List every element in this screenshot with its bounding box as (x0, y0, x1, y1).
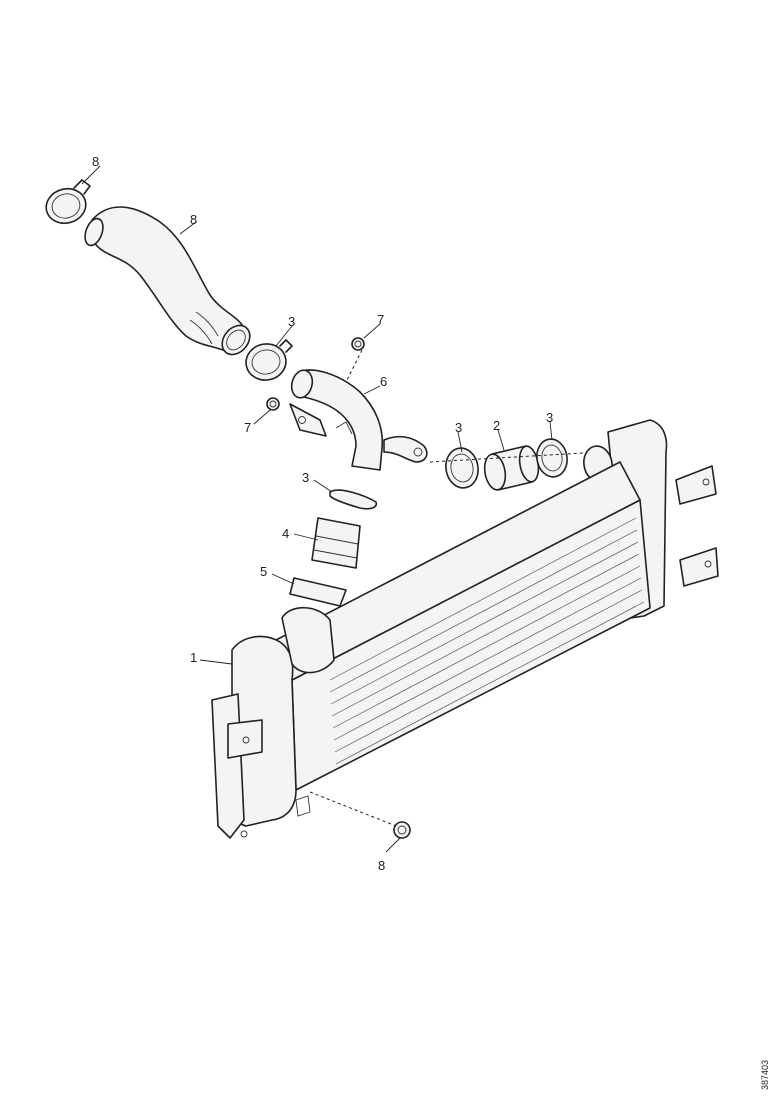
top-hose-clamp (45, 179, 91, 225)
callout-5-gasket: 5 (260, 564, 267, 579)
callout-6-elbow: 6 (380, 374, 387, 389)
callout-1-intercooler: 1 (190, 650, 197, 665)
callout-8-top-clamp: 8 (92, 154, 99, 169)
callout-7-lower-bolt: 7 (244, 420, 251, 435)
upper-charge-hose (84, 206, 251, 356)
callout-8-hose: 8 (190, 212, 197, 227)
elbow-pipe (289, 369, 428, 471)
document-number: 387403 (760, 1060, 770, 1090)
callout-7-upper-bolt: 7 (377, 312, 384, 327)
hose-clamp-lower (329, 489, 378, 510)
callout-3-lower-clamp: 3 (302, 470, 309, 485)
callout-8-bolt: 8 (378, 858, 385, 873)
bolt-lower-left (266, 397, 280, 411)
callout-4-intermediate-sleeve: 4 (282, 526, 289, 541)
right-hose-clamp-left (445, 447, 479, 489)
callout-3-upper-clamp: 3 (288, 314, 295, 329)
callout-3-right-clamp-left: 3 (455, 420, 462, 435)
callout-labels: 8 8 3 7 6 7 3 2 3 3 4 5 1 8 (92, 154, 553, 873)
right-assembly-axis (429, 451, 601, 463)
sleeve-gasket (289, 577, 347, 607)
bolt-upper (345, 337, 365, 383)
callout-3-right-clamp-right: 3 (546, 410, 553, 425)
intercooler (211, 419, 719, 839)
intermediate-sleeve (311, 517, 361, 569)
right-connecting-sleeve (483, 445, 540, 491)
mounting-bolt (309, 791, 411, 839)
leader-lines (81, 165, 553, 853)
callout-2-sleeve: 2 (493, 418, 500, 433)
core-fins (329, 517, 645, 765)
right-hose-clamp-right (536, 438, 568, 478)
hose-clamp-upper (245, 339, 293, 381)
